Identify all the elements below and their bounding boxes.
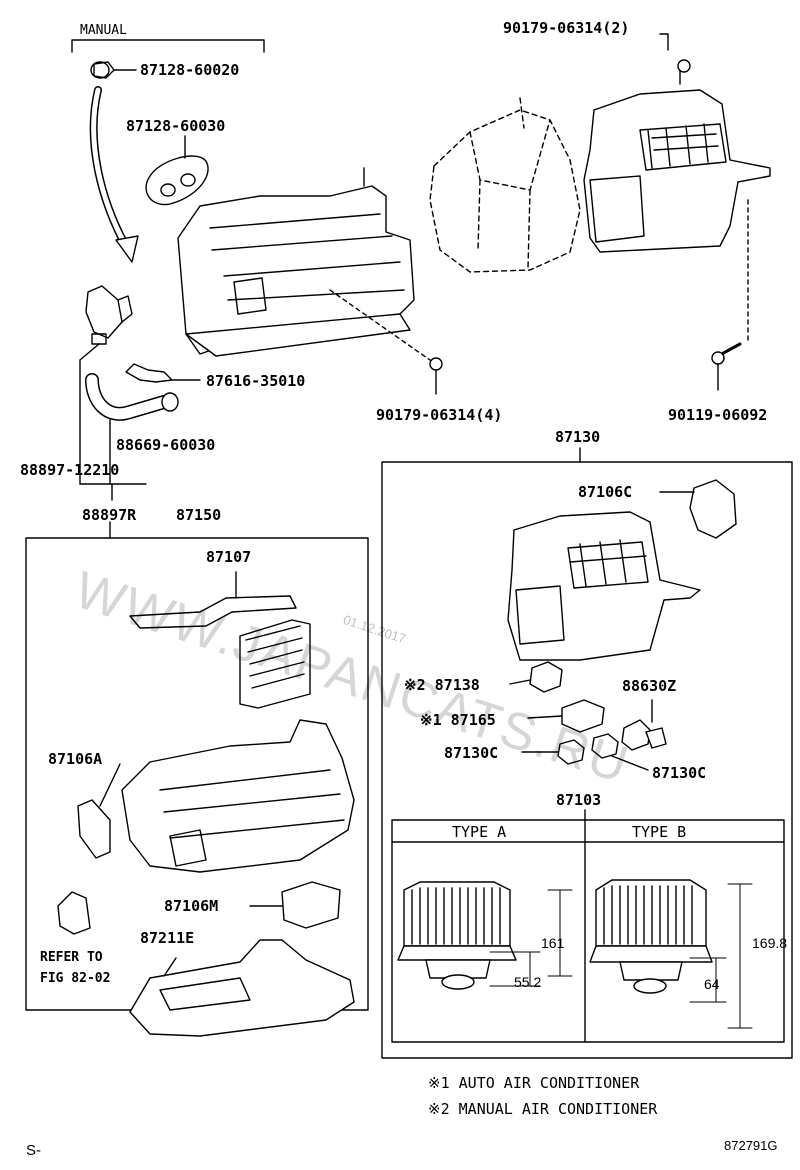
- blower-motor-icon-type-a: [397, 881, 573, 990]
- label-90179-06314-2: 90179-06314(2): [503, 19, 630, 37]
- footer-page-prefix: S-: [26, 1142, 41, 1159]
- label-refer-fig: FIG 82-02: [40, 971, 111, 986]
- heater-unit-icon: [177, 167, 415, 357]
- label-88897r: 88897R: [82, 506, 137, 524]
- dim-type-b-motor: 64: [704, 976, 720, 992]
- duct-icon-87211e: [129, 939, 355, 1037]
- assembly-box-87130: [381, 461, 793, 1059]
- label-88897-12210: 88897-12210: [20, 461, 120, 479]
- label-87138: ※2 87138: [404, 676, 480, 694]
- label-87128-60030: 87128-60030: [126, 117, 226, 135]
- relay-icon-87138: [509, 661, 563, 693]
- bracket-icon: [57, 891, 91, 935]
- gasket-icon: [145, 135, 209, 206]
- label-87107: 87107: [206, 548, 252, 566]
- label-87130c-b: 87130C: [652, 764, 707, 782]
- heater-core-icon: [129, 571, 311, 709]
- connector-icon-87130c-b: [591, 733, 649, 771]
- curved-arrow-icon: [89, 86, 139, 263]
- manual-bracket: [71, 39, 265, 53]
- label-87211e: 87211E: [140, 929, 195, 947]
- leader-dashes: [329, 199, 749, 361]
- footnote-manual-ac: ※2 MANUAL AIR CONDITIONER: [428, 1100, 658, 1118]
- label-manual: MANUAL: [80, 23, 127, 38]
- label-87106c: 87106C: [578, 483, 633, 501]
- label-87128-60020: 87128-60020: [140, 61, 240, 79]
- hose-icon: [85, 373, 179, 485]
- type-b-heading: TYPE B: [632, 823, 687, 841]
- servo-icon-87106m: [249, 881, 341, 929]
- actuator-icon-87106c: [659, 479, 737, 539]
- blower-case-icon: [507, 511, 701, 661]
- label-87106a: 87106A: [48, 750, 103, 768]
- label-87130: 87130: [555, 428, 601, 446]
- footer-figure-id: 872791G: [724, 1138, 778, 1153]
- blower-motor-box: [391, 819, 785, 1043]
- dim-type-a-total: 161: [541, 935, 565, 951]
- label-88630z: 88630Z: [622, 677, 677, 695]
- type-a-heading: TYPE A: [452, 823, 507, 841]
- label-87103: 87103: [556, 791, 602, 809]
- hose-group-bracket: [79, 483, 147, 501]
- clamp-icon: [125, 363, 201, 383]
- dim-type-a-motor: 55.2: [514, 974, 542, 990]
- label-refer-to: REFER TO: [40, 950, 103, 965]
- label-88669-60030: 88669-60030: [116, 436, 216, 454]
- water-valve-icon: [79, 285, 133, 485]
- heater-case-icon: [121, 719, 355, 873]
- amplifier-icon-87165: [527, 699, 605, 733]
- label-87616-35010: 87616-35010: [206, 372, 306, 390]
- label-90179-06314-4: 90179-06314(4): [376, 406, 503, 424]
- footnote-auto-ac: ※1 AUTO AIR CONDITIONER: [428, 1074, 640, 1092]
- label-90119-06092: 90119-06092: [668, 406, 768, 424]
- label-87165: ※1 87165: [420, 711, 496, 729]
- connector-icon-88630z: [621, 699, 667, 751]
- fitting-icon: [90, 61, 137, 79]
- label-87106m: 87106M: [164, 897, 219, 915]
- screw-icon: [429, 59, 742, 371]
- sensor-icon-87106a: [77, 763, 121, 859]
- connector-icon-87130c-a: [521, 739, 585, 765]
- case-outline-icon: [429, 97, 581, 273]
- blower-motor-icon-type-b: [589, 879, 753, 1029]
- dim-type-b-total: 169.8: [752, 935, 788, 951]
- label-87150: 87150: [176, 506, 222, 524]
- label-87130c-a: 87130C: [444, 744, 499, 762]
- blower-unit-icon: [583, 63, 771, 253]
- leader-lines: [435, 33, 719, 395]
